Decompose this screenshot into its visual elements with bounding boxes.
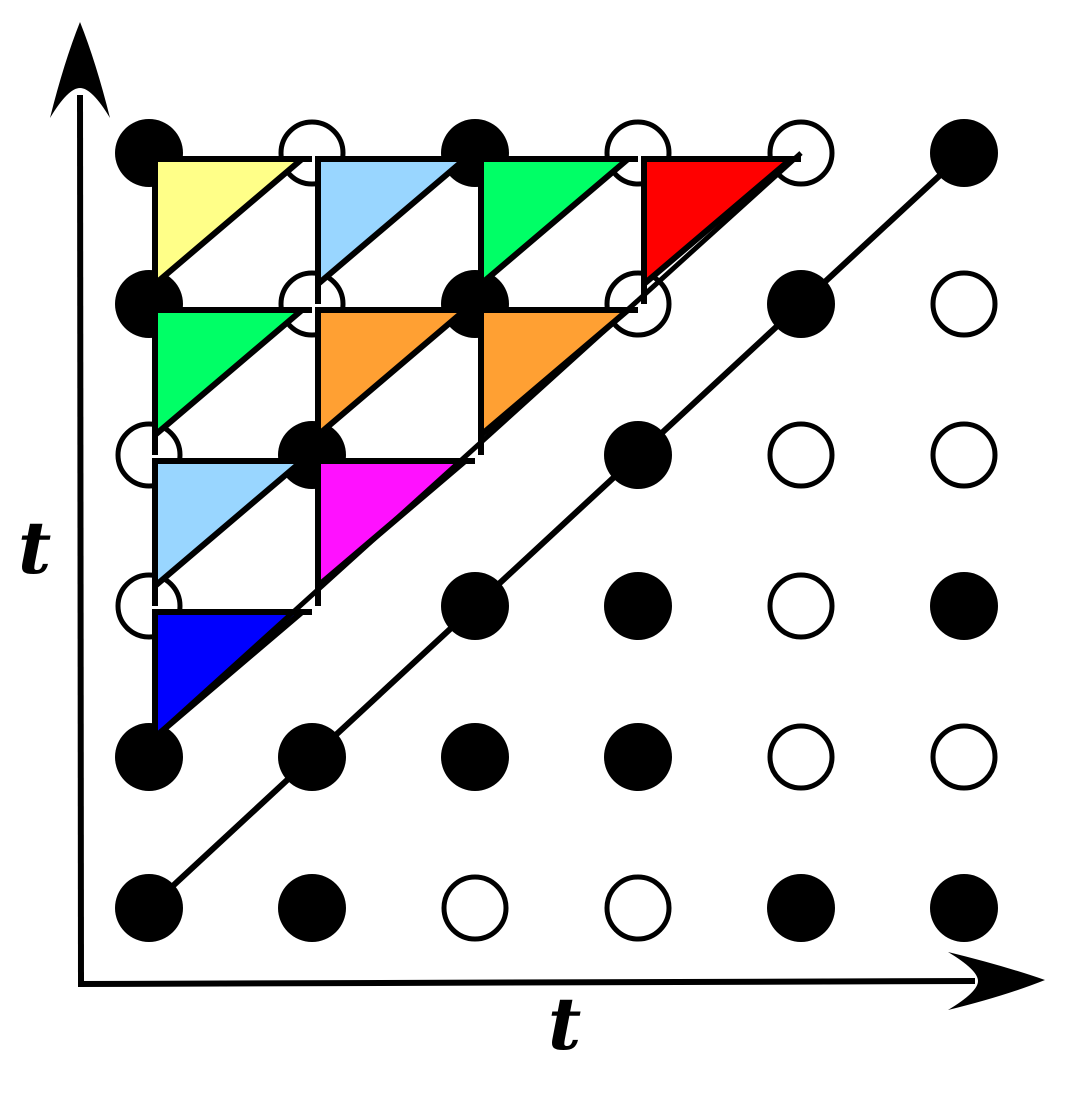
colored-triangle [478,156,637,291]
x-axis-label: t [548,981,582,1066]
open-dot [767,723,835,791]
colored-triangle [315,307,474,442]
colored-triangle [152,307,311,442]
colored-triangle [152,458,311,593]
filled-dot [604,723,672,791]
filled-dot [930,874,998,942]
filled-dot [441,723,509,791]
y-axis-label: t [18,505,52,590]
open-dot [441,874,509,942]
colored-triangle [315,156,474,291]
open-dot [767,572,835,640]
colored-triangle [152,156,311,291]
x-axis-arrowhead [948,952,1045,1010]
open-dot [930,421,998,489]
filled-dot [767,874,835,942]
y-axis-arrowhead [50,22,110,118]
diagonal-line [146,150,967,911]
filled-dot [930,572,998,640]
open-dot [604,874,672,942]
filled-dot [278,874,346,942]
open-dot [767,421,835,489]
x-axis-line [77,978,976,987]
open-dot [930,270,998,338]
y-axis-line [77,94,84,986]
open-dot [930,723,998,791]
colored-triangle [641,156,800,291]
upper-diagonal-line [153,151,803,739]
filled-dot [115,723,183,791]
filled-dot [604,572,672,640]
